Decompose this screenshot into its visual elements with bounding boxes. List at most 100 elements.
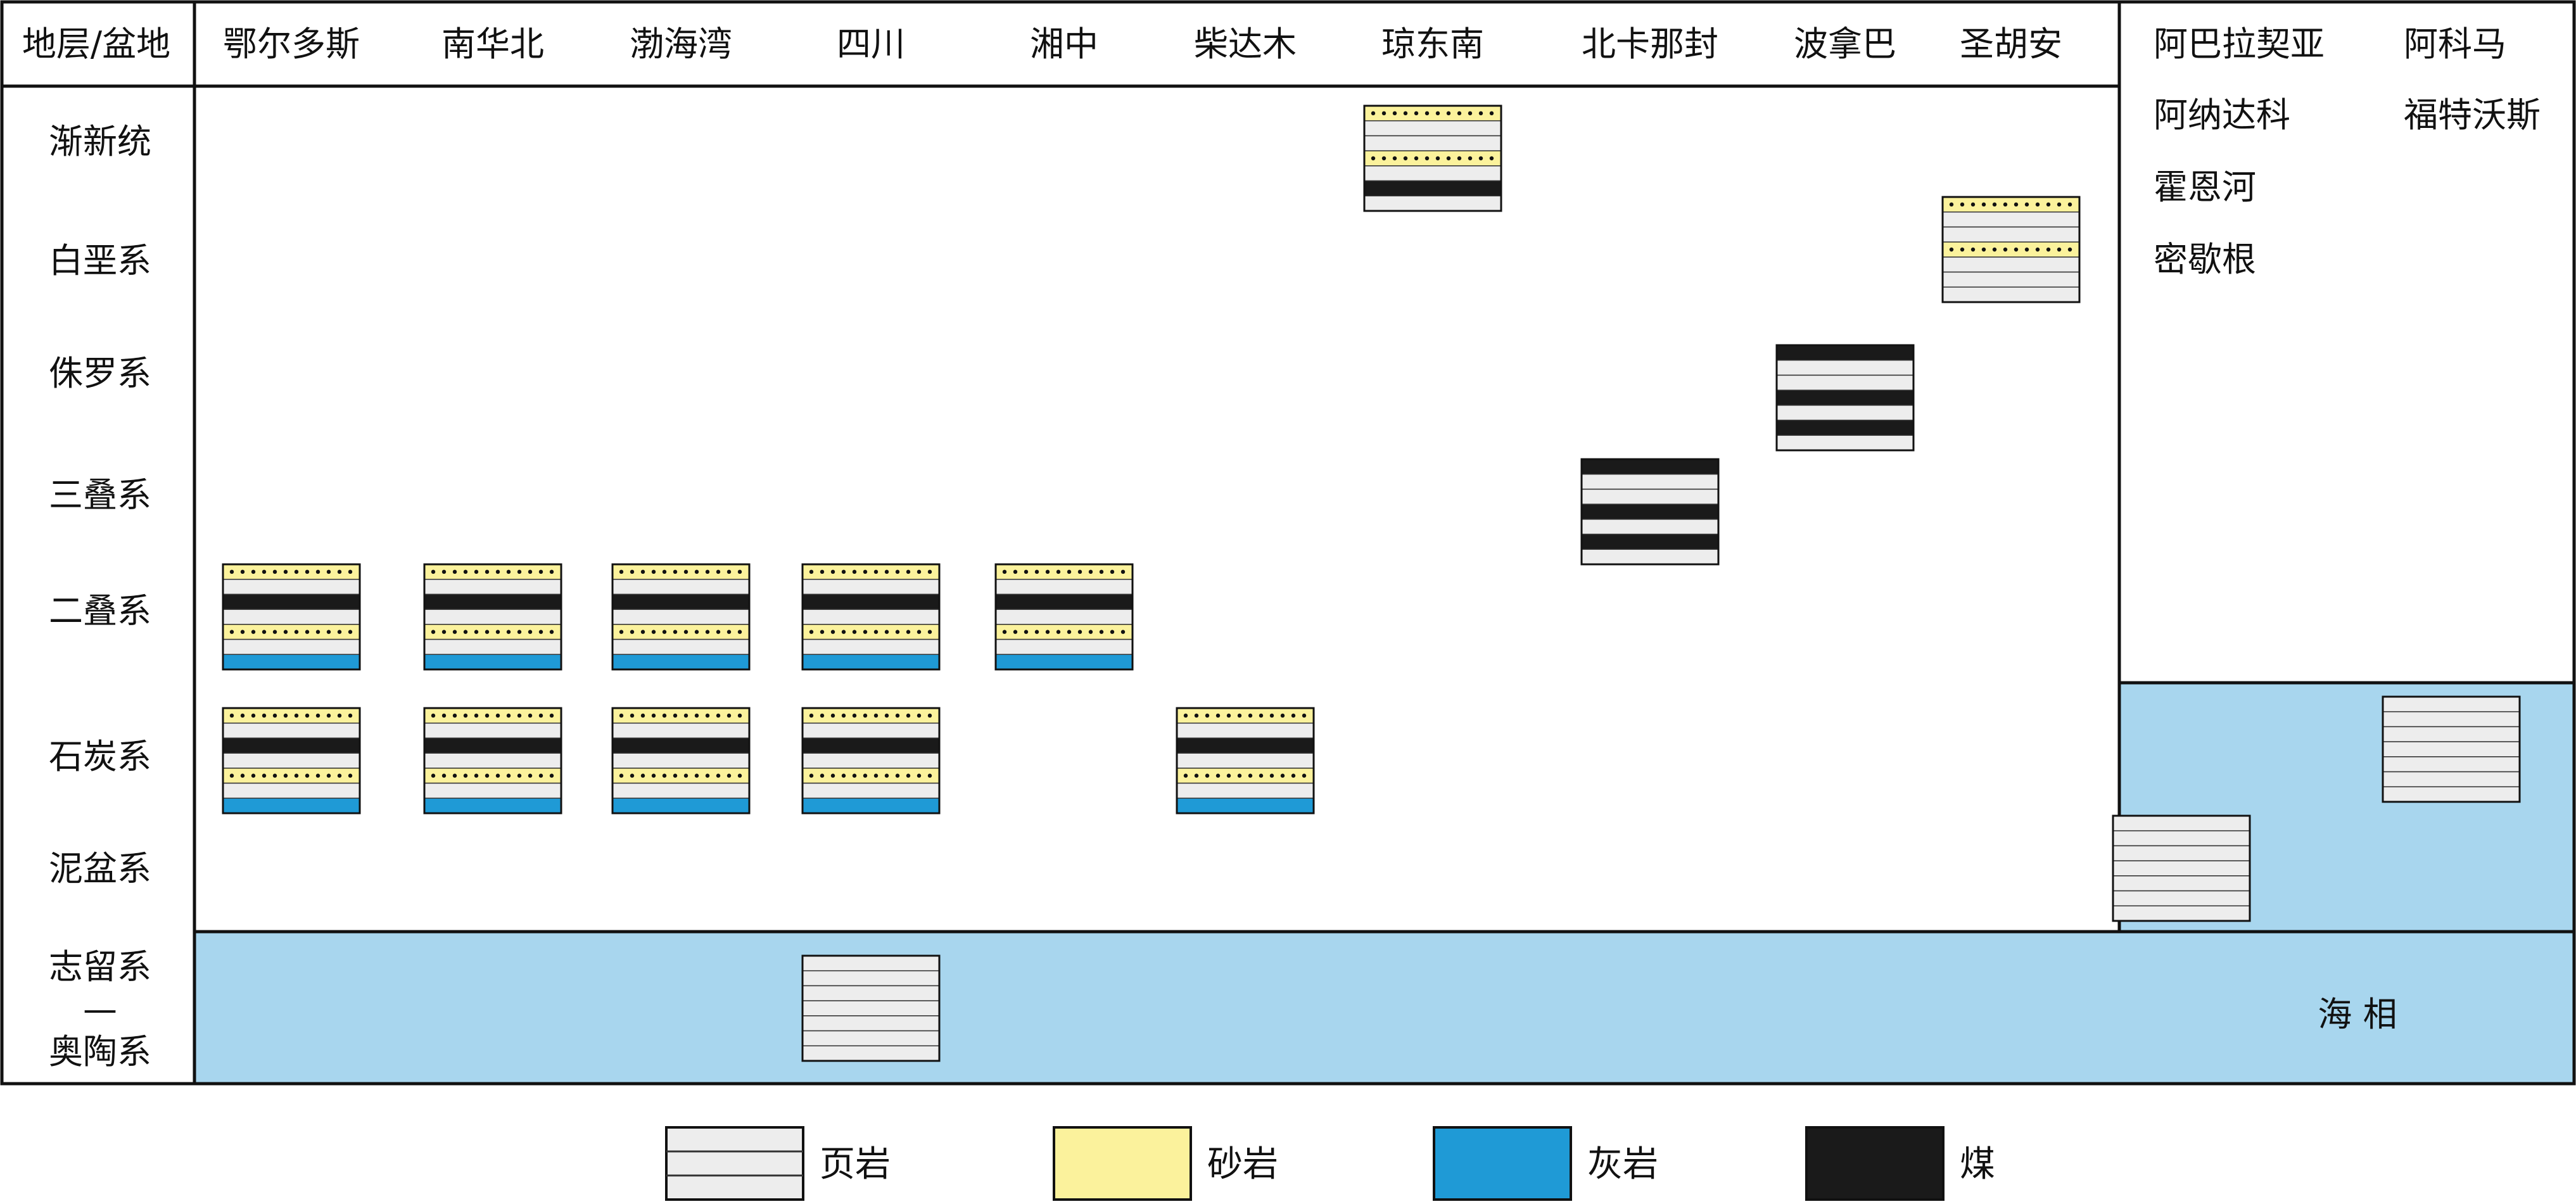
layer-shale xyxy=(1942,286,2080,303)
layer-shale xyxy=(2112,875,2250,892)
sand-dot xyxy=(906,773,911,778)
sand-dot xyxy=(463,773,468,778)
sand-dot xyxy=(1024,569,1029,574)
sand-dot xyxy=(2024,202,2029,207)
sand-dot xyxy=(294,569,299,574)
basin-header-0: 鄂尔多斯 xyxy=(223,24,360,64)
sand-dot xyxy=(809,773,814,778)
layer-shale xyxy=(802,1000,940,1017)
sand-dot xyxy=(694,713,699,718)
right-basin-name-3: 福特沃斯 xyxy=(2404,95,2541,135)
layer-shale xyxy=(1364,120,1502,137)
sand-dot xyxy=(485,630,490,634)
strata-column-3 xyxy=(801,563,941,671)
layer-shale xyxy=(802,752,940,769)
sand-dot xyxy=(630,773,635,778)
sand-dot xyxy=(2014,247,2019,252)
sand-dot xyxy=(716,630,721,634)
layer-shale xyxy=(1581,548,1719,565)
layer-shale xyxy=(222,722,360,739)
strata-column-1 xyxy=(423,563,562,671)
layer-shale xyxy=(2112,845,2250,861)
sand-dot xyxy=(852,713,857,718)
column-border xyxy=(1363,105,1502,212)
sand-dot xyxy=(1045,630,1050,634)
layer-coal xyxy=(1176,737,1314,754)
sand-dot xyxy=(305,713,310,718)
sand-dot xyxy=(895,630,900,634)
sand-dot xyxy=(2003,247,2008,252)
strata-column-7 xyxy=(611,707,751,814)
sand-dot xyxy=(873,713,879,718)
sand-dot xyxy=(315,713,320,718)
sand-dot xyxy=(662,569,667,574)
layer-shale xyxy=(222,638,360,656)
sand-dot xyxy=(485,773,490,778)
sand-dot xyxy=(683,773,688,778)
sand-dot xyxy=(884,773,889,778)
sand-dot xyxy=(906,713,911,718)
layer-shale xyxy=(2382,711,2520,728)
sand-dot xyxy=(2067,247,2072,252)
sand-dot xyxy=(441,773,447,778)
sand-dot xyxy=(1960,202,1965,207)
marine-label: 海 相 xyxy=(2318,994,2397,1034)
sand-dot xyxy=(2057,202,2062,207)
sand-dot xyxy=(640,630,645,634)
sand-dot xyxy=(1259,773,1264,778)
sand-dot xyxy=(737,713,742,718)
sand-dot xyxy=(441,630,447,634)
legend-item-sandstone: 砂岩 xyxy=(1053,1126,1278,1201)
layer-shale xyxy=(1176,722,1314,739)
sand-dot xyxy=(1949,202,1954,207)
sand-dot xyxy=(716,713,721,718)
sand-dot xyxy=(662,713,667,718)
basin-header-4: 湘中 xyxy=(1030,24,1098,64)
sand-dot xyxy=(251,773,256,778)
sand-dot xyxy=(651,630,656,634)
strata-column-5 xyxy=(222,707,361,814)
layer-shale xyxy=(2112,815,2250,832)
basin-header-2: 渤海湾 xyxy=(630,24,732,64)
sand-dot xyxy=(506,773,511,778)
sand-dot xyxy=(683,569,688,574)
column-border xyxy=(1941,196,2081,303)
layer-shale xyxy=(802,722,940,739)
sand-dot xyxy=(640,713,645,718)
sand-dot xyxy=(251,569,256,574)
sand-dot xyxy=(716,569,721,574)
sand-dot xyxy=(1088,630,1093,634)
layer-shale xyxy=(995,638,1133,656)
layer-coal xyxy=(222,593,360,610)
legend-item-shale: 页岩 xyxy=(665,1126,891,1201)
layer-shale xyxy=(2112,905,2250,922)
layer-limestone xyxy=(612,654,750,670)
sand-dot xyxy=(1259,713,1264,718)
column-border xyxy=(1775,344,1915,452)
layer-shale xyxy=(1942,211,2080,228)
right-basin-name-4: 霍恩河 xyxy=(2154,167,2256,207)
layer-coal xyxy=(1581,459,1719,475)
sand-dot xyxy=(474,713,479,718)
column-border xyxy=(1580,458,1720,566)
layer-shale xyxy=(1776,374,1914,391)
sand-dot xyxy=(2014,202,2019,207)
sand-dot xyxy=(283,630,288,634)
layer-coal xyxy=(612,593,750,610)
sand-dot xyxy=(1981,202,1986,207)
sand-dot xyxy=(431,569,436,574)
layer-shale xyxy=(1776,405,1914,421)
strata-column-12 xyxy=(1775,344,1915,452)
sand-dot xyxy=(1002,569,1007,574)
sand-dot xyxy=(619,713,624,718)
sand-dot xyxy=(673,569,678,574)
sand-dot xyxy=(1291,713,1296,718)
sand-dot xyxy=(463,569,468,574)
layer-coal xyxy=(802,593,940,610)
legend: 页岩砂岩灰岩煤 xyxy=(665,1126,1995,1201)
sand-dot xyxy=(1067,630,1072,634)
sand-dot xyxy=(528,569,533,574)
layer-limestone xyxy=(995,654,1133,670)
